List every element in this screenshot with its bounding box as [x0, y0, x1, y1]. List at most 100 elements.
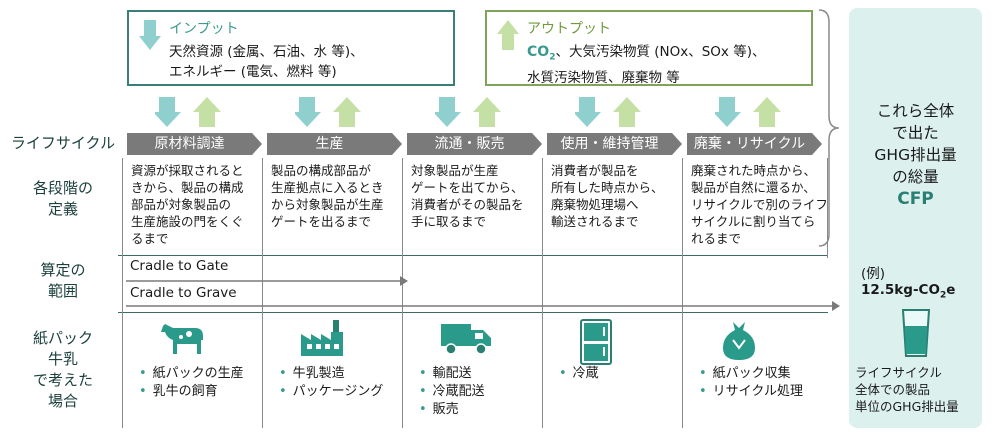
stage-definition: 廃棄された時点から、製品が自然に還るか、リサイクルで別のライフサイクルに割り当て…	[691, 162, 828, 247]
input-line-2: エネルギー (電気、燃料 等)	[169, 64, 337, 80]
definition-line: から対象製品が生産	[271, 197, 384, 212]
definition-line: きから、製品の構成	[131, 180, 244, 195]
flow-arrows-icon	[293, 97, 361, 127]
cfp-title: CFP	[897, 189, 934, 209]
definition-line: 製品の構成部品が	[271, 163, 372, 178]
definition-line: サイクルに割り当てら	[691, 214, 816, 229]
cow-icon	[159, 318, 207, 362]
stage-label-text: 生産	[315, 136, 344, 152]
definition-line: れるまで	[691, 231, 742, 246]
output-title: アウトプット	[527, 21, 611, 37]
cfp-line-1: これら全体	[876, 102, 955, 120]
stage-chevron	[672, 133, 682, 155]
column-divider	[827, 158, 828, 258]
definition-line: 部品が対象製品の	[131, 197, 232, 212]
flow-arrows	[573, 97, 645, 131]
stage-label-text: 使用・維持管理	[560, 136, 659, 152]
definition-line: ゲートを出てから、	[411, 180, 524, 195]
brace-icon	[818, 9, 840, 247]
stage-bullets: •冷蔵	[559, 365, 599, 383]
truck-icon	[439, 318, 493, 362]
stage-chevron	[392, 133, 402, 155]
row-label-definition: 各段階の 定義	[32, 179, 93, 218]
definition-line: 消費者がその製品を	[411, 197, 524, 212]
cfp-panel: これら全体 で出た GHG排出量 の総量 CFP (例) 12.5kg-CO2e…	[849, 8, 982, 428]
column-divider	[122, 158, 123, 428]
cfp-example-value: 12.5kg-CO2e	[861, 282, 956, 301]
list-item: •冷蔵配送	[419, 384, 485, 399]
stage-label-text: 流通・販売	[434, 136, 505, 152]
stage-definition: 製品の構成部品が生産拠点に入るときから対象製品が生産ゲートを出るまで	[271, 162, 400, 230]
definition-line: 手に取るまで	[411, 214, 487, 229]
definition-line: 消費者が製品を	[551, 163, 639, 178]
definition-line: 対象製品が生産	[411, 163, 499, 178]
cfp-line-3: GHG排出量	[874, 146, 957, 164]
stage-chevron	[252, 133, 262, 155]
stage-bullets: •紙パックの生産•乳牛の飼育	[139, 365, 244, 401]
list-item: •乳牛の飼育	[139, 384, 218, 399]
input-box: インプット 天然資源 (金属、石油、水 等)、 エネルギー (電気、燃料 等)	[127, 10, 455, 86]
definition-line: 資源が採取されると	[131, 163, 244, 178]
cfp-note-1: ライフサイクル	[855, 365, 942, 380]
stage-bullets: •紙パック収集•リサイクル処理	[699, 365, 803, 401]
factory-icon	[299, 318, 347, 362]
stage-label: 原材料調達	[127, 133, 262, 155]
definition-line: 所有した時点から、	[551, 180, 664, 195]
scope-grave-label: Cradle to Grave	[130, 285, 237, 301]
stage-definition: 対象製品が生産ゲートを出てから、消費者がその製品を手に取るまで	[411, 162, 540, 230]
definition-line: ゲートを出るまで	[271, 214, 372, 229]
separator-line	[118, 312, 828, 313]
flow-arrows-icon	[433, 97, 501, 127]
bullet-dot: •	[279, 366, 287, 381]
list-item: •リサイクル処理	[699, 384, 804, 399]
list-item: •パッケージング	[279, 384, 384, 399]
refrigerator-icon	[579, 318, 613, 370]
stage-bullets: •輸配送 •冷蔵配送 •販売	[419, 365, 485, 419]
flow-arrows	[293, 97, 365, 131]
input-line-1: 天然資源 (金属、石油、水 等)、	[169, 44, 364, 60]
stage-definition: 消費者が製品を所有した時点から、廃棄物処理場へ輸送されるまで	[551, 162, 680, 230]
stage-chevron	[532, 133, 542, 155]
definition-line: 廃棄物処理場へ	[551, 197, 639, 212]
output-line-2: 水質汚染物質、廃棄物 等	[527, 69, 680, 86]
definition-line: るまで	[131, 231, 169, 246]
scope-gate-label: Cradle to Gate	[130, 258, 229, 274]
scope-gate-arrow	[126, 276, 408, 286]
bullet-dot: •	[419, 402, 427, 417]
stage-label-text: 廃棄・リサイクル	[693, 136, 806, 152]
cfp-note-3: 単位のGHG排出量	[855, 399, 959, 414]
bullet-dot: •	[419, 384, 427, 399]
definition-line: 生産施設の門をくぐ	[131, 214, 244, 229]
flow-arrows-icon	[153, 97, 221, 127]
co2-label: CO	[527, 44, 550, 60]
bullet-dot: •	[699, 366, 707, 381]
definition-line: 生産拠点に入るとき	[271, 180, 384, 195]
bullet-dot: •	[139, 384, 147, 399]
up-arrow-icon	[497, 20, 519, 50]
cfp-note-2: 全体での製品	[855, 382, 931, 397]
flow-arrows-icon	[713, 97, 781, 127]
cfp-line-2: で出た	[892, 124, 939, 142]
column-divider	[542, 158, 543, 428]
bullet-dot: •	[699, 384, 707, 399]
column-divider	[402, 158, 403, 428]
list-item: •輸配送	[419, 366, 472, 381]
flow-arrows	[713, 97, 785, 131]
list-item: •牛乳製造	[279, 366, 345, 381]
glass-icon	[901, 309, 931, 357]
bullet-dot: •	[139, 366, 147, 381]
separator-line	[118, 255, 828, 256]
row-label-lifecycle: ライフサイクル	[10, 134, 116, 152]
column-divider	[262, 158, 263, 428]
stage-definition: 資源が採取されるときから、製品の構成部品が対象製品の生産施設の門をくぐるまで	[131, 162, 260, 247]
input-title: インプット	[169, 21, 239, 37]
flow-arrows	[433, 97, 505, 131]
list-item: •販売	[419, 402, 459, 417]
definition-line: 輸送されるまで	[551, 214, 639, 229]
stage-label: 使用・維持管理	[547, 133, 682, 155]
output-box: アウトプット CO2、大気汚染物質 (NOx、SOx 等)、 水質汚染物質、廃棄…	[485, 10, 813, 86]
stage-bullets: •牛乳製造 •パッケージング	[279, 365, 383, 401]
flow-arrows-icon	[573, 97, 641, 127]
row-label-scope: 算定の 範囲	[40, 261, 86, 300]
flow-arrows	[153, 97, 225, 131]
